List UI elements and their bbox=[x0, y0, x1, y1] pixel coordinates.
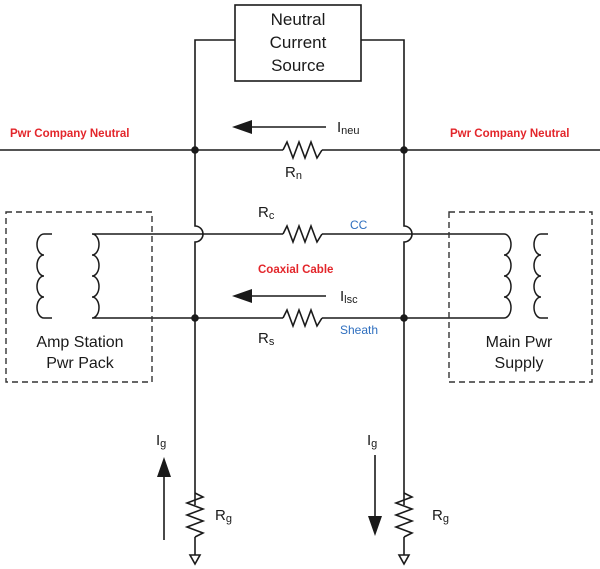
ig-right-arrow bbox=[368, 455, 382, 536]
ilsc-arrow bbox=[232, 289, 326, 303]
sheath-label: Sheath bbox=[340, 323, 378, 337]
neutral-current-source: Neutral Current Source bbox=[234, 4, 362, 82]
ig-left-arrow bbox=[157, 457, 171, 540]
neutral-line bbox=[0, 139, 600, 161]
resistor-rg-left bbox=[184, 492, 206, 538]
ground-icon bbox=[188, 554, 202, 566]
junction-dot bbox=[191, 314, 199, 322]
ig-right-label: Ig bbox=[367, 432, 377, 450]
source-line2: Current bbox=[270, 33, 327, 52]
transformer-coil-icon bbox=[91, 233, 100, 319]
junction-dot bbox=[400, 314, 408, 322]
ineu-arrow bbox=[232, 120, 326, 134]
coax-label: Coaxial Cable bbox=[258, 264, 333, 276]
neutral-label-right: Pwr Company Neutral bbox=[450, 128, 570, 140]
ineu-label: Ineu bbox=[337, 119, 360, 137]
source-line1: Neutral bbox=[271, 10, 326, 29]
main-pwr-supply-box: Main Pwr Supply bbox=[448, 211, 593, 383]
rg-left-label: Rg bbox=[215, 507, 232, 525]
source-line3: Source bbox=[271, 56, 325, 75]
resistor-rs bbox=[282, 307, 323, 329]
rs-label: Rs bbox=[258, 330, 275, 348]
resistor-rg-right bbox=[393, 492, 415, 538]
amp-station-line2: Pwr Pack bbox=[46, 355, 115, 372]
amp-station-box: Amp Station Pwr Pack bbox=[5, 211, 153, 383]
resistor-rc bbox=[282, 223, 323, 245]
main-pwr-line1: Main Pwr bbox=[486, 334, 553, 351]
resistor-rn bbox=[282, 139, 323, 161]
ilsc-label: Ilsc bbox=[340, 288, 358, 306]
amp-station-line1: Amp Station bbox=[36, 334, 123, 351]
rc-label: Rc bbox=[258, 204, 275, 222]
transformer-coil-icon bbox=[496, 233, 512, 319]
rn-label: Rn bbox=[285, 164, 302, 182]
transformer-coil-icon bbox=[36, 233, 52, 319]
source-left-wire bbox=[194, 39, 235, 150]
cc-line bbox=[98, 223, 496, 245]
ig-left-label: Ig bbox=[156, 432, 166, 450]
right-vertical-wire bbox=[403, 150, 413, 505]
transformer-coil-icon bbox=[533, 233, 548, 319]
ground-icon bbox=[397, 554, 411, 566]
neutral-label-left: Pwr Company Neutral bbox=[10, 128, 130, 140]
left-vertical-wire bbox=[194, 150, 204, 505]
sheath-line bbox=[98, 307, 496, 329]
rg-right-label: Rg bbox=[432, 507, 449, 525]
source-right-wire bbox=[361, 39, 405, 150]
main-pwr-line2: Supply bbox=[495, 355, 544, 372]
cc-label: CC bbox=[350, 218, 368, 232]
